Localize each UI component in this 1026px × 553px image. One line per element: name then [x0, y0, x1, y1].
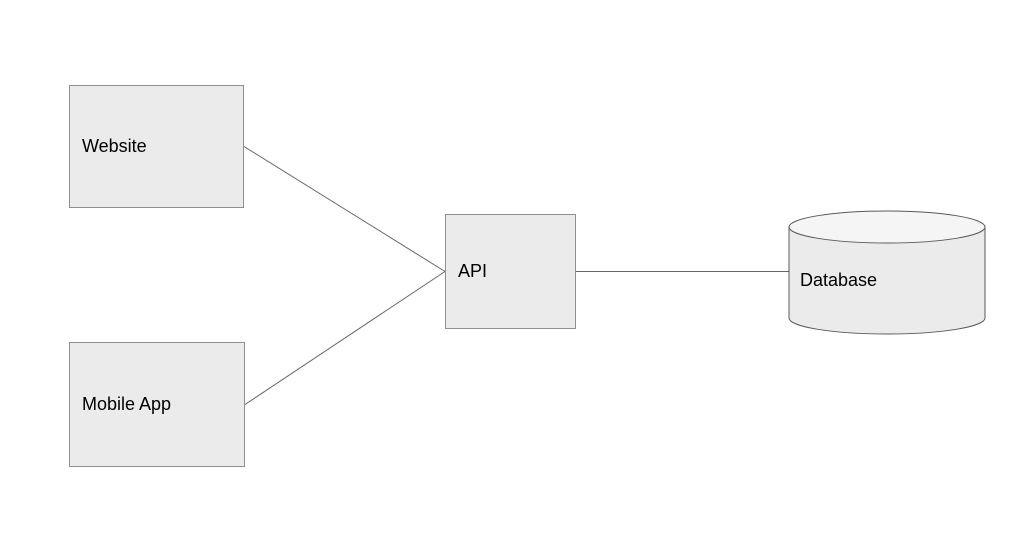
- node-database[interactable]: [788, 210, 986, 335]
- node-mobile-app[interactable]: Mobile App: [69, 342, 245, 467]
- node-api-label: API: [458, 261, 488, 281]
- edge-website-api[interactable]: [243, 146, 446, 272]
- node-mobile-app-label: Mobile App: [82, 394, 172, 414]
- database-cylinder-top[interactable]: [788, 210, 986, 244]
- edge-mobile-app-api[interactable]: [244, 271, 446, 405]
- node-website[interactable]: Website: [69, 85, 244, 208]
- node-api[interactable]: API: [445, 214, 576, 329]
- node-website-label: Website: [82, 136, 147, 156]
- database-cylinder-body[interactable]: [788, 227, 986, 335]
